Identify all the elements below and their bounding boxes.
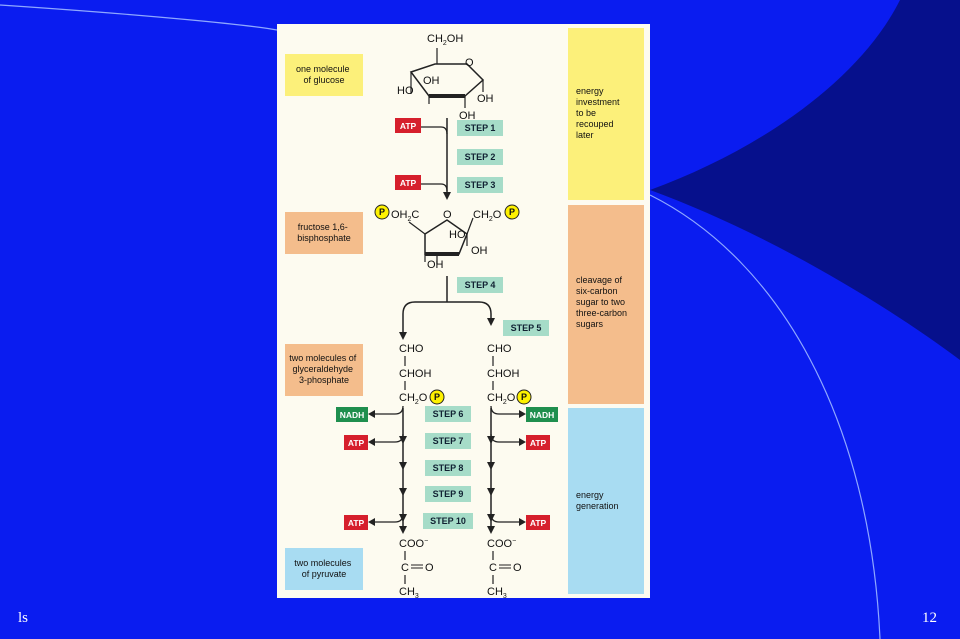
gap-structure-left: CHO CHOH CH2O P	[399, 343, 445, 406]
svg-text:ATP: ATP	[400, 178, 417, 188]
svg-text:O: O	[443, 209, 452, 221]
atp-tag-step10-left: ATP	[344, 515, 368, 530]
atp-tag-step10-right: ATP	[526, 515, 550, 530]
gap-label-box	[285, 344, 363, 396]
svg-text:O: O	[513, 562, 522, 574]
svg-text:CHOH: CHOH	[399, 368, 431, 380]
svg-text:HO: HO	[449, 229, 466, 241]
svg-text:HO: HO	[397, 85, 414, 97]
svg-text:OH: OH	[471, 245, 488, 257]
svg-text:CH3: CH3	[487, 586, 507, 598]
svg-text:CHO: CHO	[399, 343, 424, 355]
svg-text:STEP 9: STEP 9	[433, 489, 464, 499]
fructose-label-box	[285, 212, 363, 254]
svg-text:STEP 10: STEP 10	[430, 516, 466, 526]
svg-text:COO−: COO−	[399, 538, 428, 550]
fructose-structure: O OH2C CH2O HO OH OH	[391, 209, 502, 271]
step-6-box: STEP 6	[425, 406, 471, 422]
svg-text:CHO: CHO	[487, 343, 512, 355]
svg-text:OH2C: OH2C	[391, 209, 419, 223]
pyruvate-label-box	[285, 548, 363, 590]
svg-text:NADH: NADH	[530, 410, 555, 420]
footer-left-text: ls	[18, 610, 29, 626]
nadh-tag-left: NADH	[336, 407, 368, 422]
phase-cleavage-bar	[568, 205, 644, 404]
svg-text:C: C	[489, 562, 497, 574]
glucose-label: one molecule of glucose	[296, 64, 352, 85]
glycolysis-diagram: energy investment to be recouped later c…	[277, 24, 650, 598]
svg-text:STEP 7: STEP 7	[433, 436, 464, 446]
pyruvate-label: two molecules of pyruvate	[294, 558, 354, 579]
step-3-box: STEP 3	[457, 177, 503, 193]
svg-text:P: P	[434, 392, 440, 402]
phase-investment-bar	[568, 28, 644, 200]
gap-label: two molecules of glyceraldehyde 3-phosph…	[289, 353, 359, 385]
svg-text:STEP 2: STEP 2	[465, 152, 496, 162]
svg-text:STEP 4: STEP 4	[465, 280, 496, 290]
phase-generation-bar	[568, 408, 644, 594]
svg-text:CH2O: CH2O	[399, 392, 428, 406]
pyruvate-structure-left: COO− C O CH3	[399, 538, 434, 598]
atp-tag-step7-right: ATP	[526, 435, 550, 450]
svg-text:P: P	[509, 207, 515, 217]
svg-text:COO−: COO−	[487, 538, 516, 550]
phosphate-icon: P	[504, 204, 520, 220]
atp-tag-step3: ATP	[395, 175, 421, 190]
svg-text:OH: OH	[423, 75, 440, 87]
glucose-label-box	[285, 54, 363, 96]
svg-text:OH: OH	[477, 93, 494, 105]
svg-text:C: C	[401, 562, 409, 574]
step-4-box: STEP 4	[457, 277, 503, 293]
step-10-box: STEP 10	[423, 513, 473, 529]
phase-investment-label: energy investment to be recouped later	[576, 86, 622, 140]
step-2-box: STEP 2	[457, 149, 503, 165]
step-8-box: STEP 8	[425, 460, 471, 476]
phosphate-icon: P	[374, 204, 390, 220]
svg-text:CH2O: CH2O	[473, 209, 502, 223]
nadh-tag-right: NADH	[526, 407, 558, 422]
svg-text:OH: OH	[427, 259, 444, 271]
atp-tag-step1: ATP	[395, 118, 421, 133]
svg-text:ATP: ATP	[348, 518, 365, 528]
svg-text:ATP: ATP	[530, 518, 547, 528]
page-number: 12	[922, 610, 937, 626]
svg-text:STEP 5: STEP 5	[511, 323, 542, 333]
svg-text:CHOH: CHOH	[487, 368, 519, 380]
svg-text:NADH: NADH	[340, 410, 365, 420]
phase-generation-label: energy generation	[576, 490, 619, 511]
svg-text:STEP 8: STEP 8	[433, 463, 464, 473]
step-7-box: STEP 7	[425, 433, 471, 449]
svg-text:O: O	[425, 562, 434, 574]
svg-text:P: P	[379, 207, 385, 217]
pyruvate-structure-right: COO− C O CH3	[487, 538, 522, 598]
gap-structure-right: CHO CHOH CH2O P	[487, 343, 532, 406]
svg-text:CH3: CH3	[399, 586, 419, 598]
svg-text:ATP: ATP	[530, 438, 547, 448]
svg-text:STEP 3: STEP 3	[465, 180, 496, 190]
svg-text:STEP 6: STEP 6	[433, 409, 464, 419]
svg-text:CH2O: CH2O	[487, 392, 516, 406]
glucose-structure: CH2OH O OH HO OH OH	[397, 33, 494, 122]
svg-text:ATP: ATP	[400, 121, 417, 131]
atp-tag-step7-left: ATP	[344, 435, 368, 450]
phase-cleavage-label: cleavage of six-carbon sugar to two thre…	[576, 275, 630, 329]
svg-text:P: P	[521, 392, 527, 402]
svg-text:CH2OH: CH2OH	[427, 33, 463, 47]
step-5-box: STEP 5	[503, 320, 549, 336]
fructose-label: fructose 1,6- bisphosphate	[297, 222, 351, 243]
svg-text:O: O	[465, 57, 474, 69]
step-9-box: STEP 9	[425, 486, 471, 502]
svg-text:OH: OH	[459, 110, 476, 122]
svg-text:STEP 1: STEP 1	[465, 123, 496, 133]
svg-text:ATP: ATP	[348, 438, 365, 448]
step-1-box: STEP 1	[457, 120, 503, 136]
